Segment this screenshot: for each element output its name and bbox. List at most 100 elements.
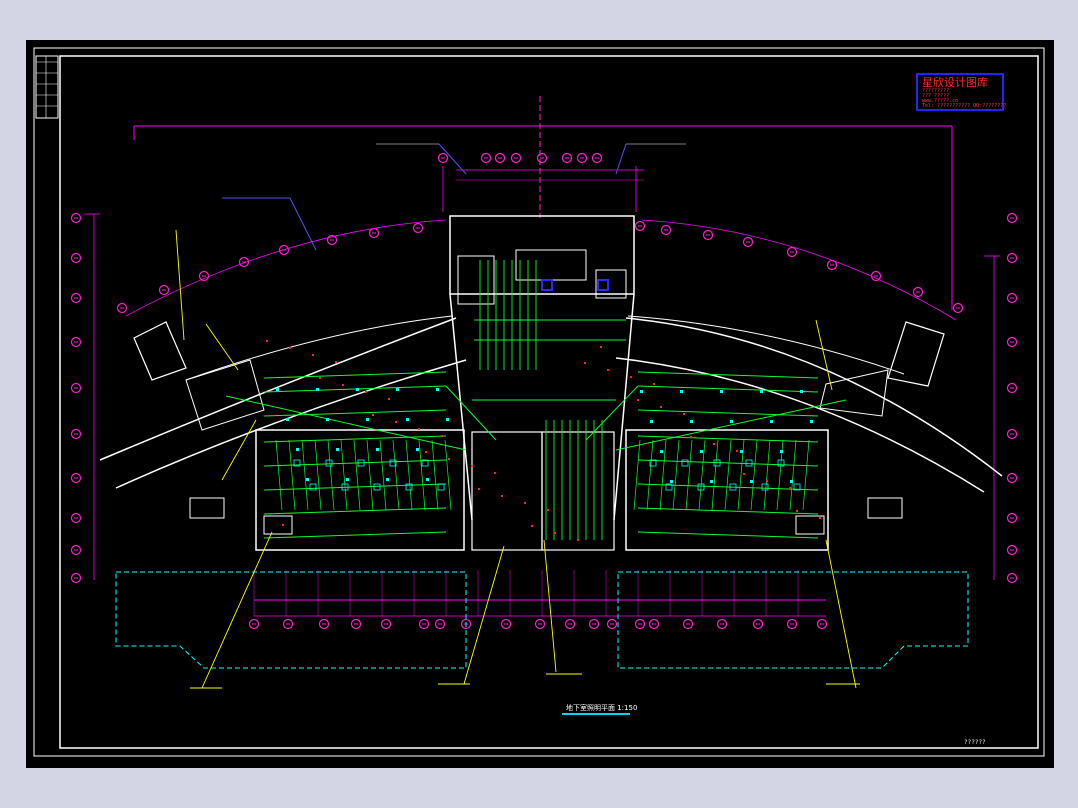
connection-dot — [335, 361, 337, 363]
left-curved-wall — [115, 359, 467, 489]
connection-dot — [660, 406, 662, 408]
wiring-feeder — [445, 385, 497, 441]
light-fixture — [356, 388, 359, 391]
connection-dot — [425, 451, 427, 453]
axis-bubble — [606, 618, 618, 630]
light-fixture — [730, 420, 733, 423]
wiring-run — [637, 483, 819, 491]
wiring-run — [637, 371, 819, 379]
axis-bubble — [412, 222, 424, 234]
axis-bubble — [742, 236, 754, 248]
socket-box — [309, 483, 317, 491]
light-fixture — [336, 448, 339, 451]
axis-bubble — [494, 152, 506, 164]
light-fixture — [316, 388, 319, 391]
wiring-run — [637, 435, 819, 443]
leader-line — [221, 419, 257, 481]
left-parking-outline — [115, 571, 467, 669]
left-hall — [255, 429, 465, 551]
axis-bubble — [536, 152, 548, 164]
axis-bubble — [588, 618, 600, 630]
logo-line-1: ????????? — [922, 88, 950, 94]
axis-bubble — [282, 618, 294, 630]
socket-box — [373, 483, 381, 491]
right-ramp — [887, 321, 945, 387]
wiring-branch — [340, 439, 348, 511]
wiring-branch — [750, 439, 758, 511]
leader-line — [201, 531, 273, 689]
axis-bubble — [437, 152, 449, 164]
connection-dot — [448, 458, 450, 460]
light-fixture — [276, 388, 279, 391]
wiring-feeder — [225, 395, 467, 451]
socket-box — [713, 459, 721, 467]
leader-line — [438, 143, 467, 175]
socket-box — [325, 459, 333, 467]
wiring-branch — [405, 439, 413, 511]
arc-dimension — [125, 219, 447, 317]
logo-title: 星欣设计图库 — [922, 76, 988, 89]
light-fixture — [710, 480, 713, 483]
connection-dot — [743, 473, 745, 475]
leader-line — [615, 143, 627, 175]
wiring-branch — [418, 439, 426, 511]
stair-block — [795, 515, 825, 535]
connection-dot — [372, 414, 374, 416]
light-fixture — [406, 418, 409, 421]
connection-dot — [683, 413, 685, 415]
light-fixture — [720, 390, 723, 393]
wiring-branch — [379, 439, 387, 511]
connection-dot — [342, 384, 344, 386]
light-fixture — [680, 390, 683, 393]
light-fixture — [700, 450, 703, 453]
wiring-run — [263, 483, 447, 491]
wiring-run — [637, 409, 819, 417]
stair-block — [867, 497, 903, 519]
axis-bubble — [70, 292, 82, 304]
core-left — [471, 431, 543, 551]
axis-bubble — [1006, 252, 1018, 264]
wiring-branch — [327, 439, 335, 511]
wiring-branch — [685, 439, 693, 511]
socket-box — [649, 459, 657, 467]
socket-box — [665, 483, 673, 491]
axis-bubble — [510, 152, 522, 164]
axis-bubble — [158, 284, 170, 296]
connection-dot — [319, 377, 321, 379]
axis-bubble — [1006, 512, 1018, 524]
light-fixture — [770, 420, 773, 423]
axis-bubble — [1006, 544, 1018, 556]
cad-viewport[interactable]: 星欣设计图库 ????????? ??? ????? www.?????.cn … — [26, 40, 1054, 768]
connection-dot — [637, 399, 639, 401]
wiring-run — [263, 385, 447, 393]
connection-dot — [531, 525, 533, 527]
wiring-branch — [802, 439, 810, 511]
light-fixture — [426, 478, 429, 481]
axis-bubble — [350, 618, 362, 630]
connection-dot — [630, 376, 632, 378]
wiring-branch — [789, 439, 797, 511]
light-fixture — [436, 388, 439, 391]
socket-box — [293, 459, 301, 467]
plan-title-underline — [562, 713, 630, 715]
wiring-feeder — [615, 399, 847, 451]
wiring-run — [637, 459, 819, 467]
socket-box — [729, 483, 737, 491]
socket-box — [341, 483, 349, 491]
light-fixture — [306, 478, 309, 481]
light-fixture — [286, 418, 289, 421]
logo-line-3: www.?????.cn — [922, 98, 959, 104]
socket-box — [681, 459, 689, 467]
connection-dot — [524, 502, 526, 504]
tower-wall — [613, 293, 635, 521]
axis-bubble — [70, 212, 82, 224]
light-fixture — [740, 450, 743, 453]
axis-bubble — [682, 618, 694, 630]
connection-dot — [471, 465, 473, 467]
room — [595, 269, 627, 299]
wiring-branch — [353, 439, 361, 511]
wiring-branch — [366, 439, 374, 511]
axis-bubble — [70, 572, 82, 584]
axis-bubble — [70, 428, 82, 440]
inner-frame — [59, 55, 1039, 749]
